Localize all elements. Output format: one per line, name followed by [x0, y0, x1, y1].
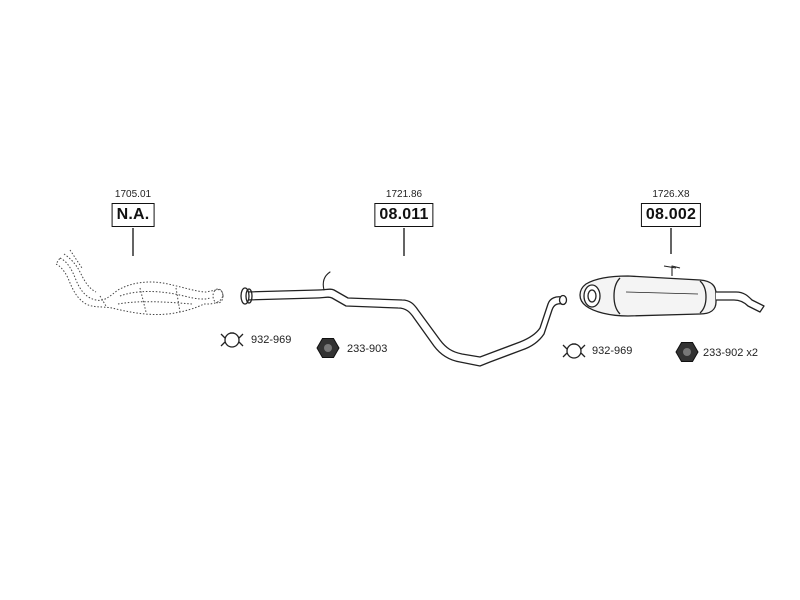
part-code-catalyst[interactable]: N.A.: [111, 203, 155, 227]
section-ref-rear-muffler: 1726.X8: [652, 189, 690, 200]
pipe-clamp-icon: [562, 343, 586, 359]
catalytic-converter-outline: [55, 249, 224, 315]
part-code-rear-muffler[interactable]: 08.002: [640, 203, 702, 227]
part-code-middle-pipe[interactable]: 08.011: [374, 203, 434, 227]
hex-nut-icon: [316, 338, 340, 358]
section-ref-catalyst: 1705.01: [114, 189, 152, 200]
pipe-inlet-flange: [240, 287, 250, 305]
middle-pipe-drawing: [240, 271, 568, 367]
pipe-outlet-end: [558, 294, 568, 306]
section-ref-middle-pipe: 1721.86: [385, 189, 423, 200]
nut-part-label[interactable]: 233-903: [347, 343, 388, 355]
rear-muffler-drawing: [579, 265, 765, 317]
clamp-part-label[interactable]: 932-969: [251, 334, 292, 346]
clamp-part-label[interactable]: 932-969: [592, 345, 633, 357]
pipe-clamp-icon: [220, 332, 244, 348]
hex-nut-icon: [675, 342, 699, 362]
nut-part-label[interactable]: 233-902 x2: [703, 347, 759, 359]
